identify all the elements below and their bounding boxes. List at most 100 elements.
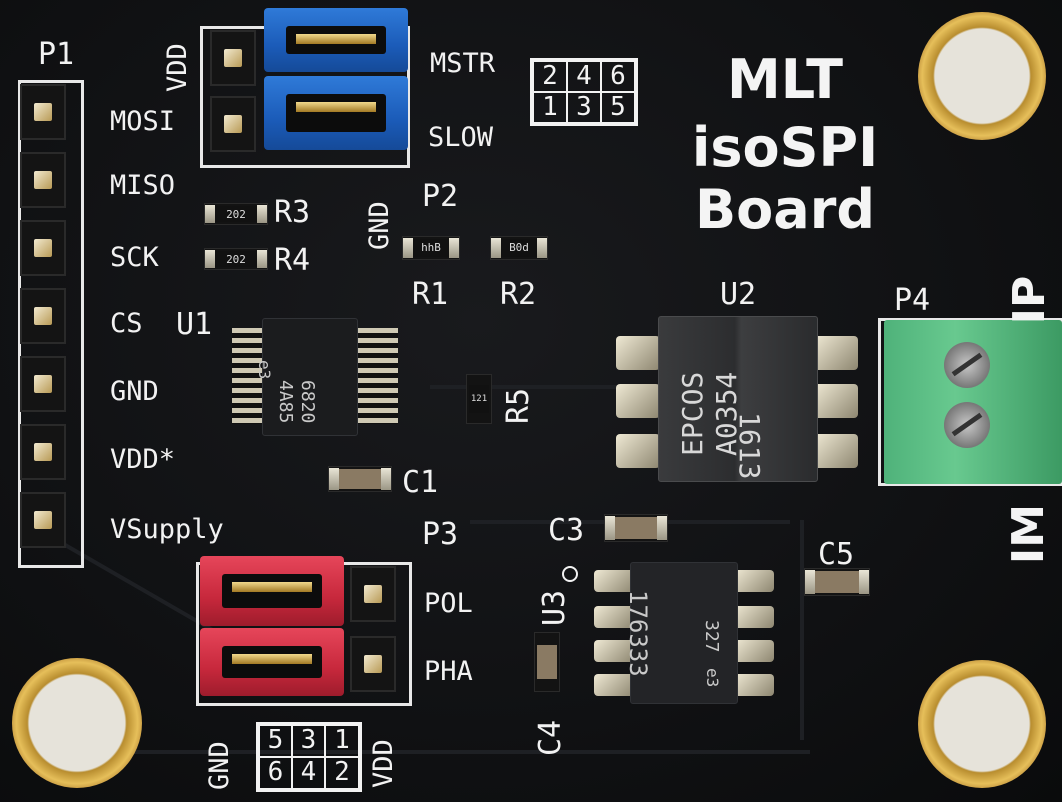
u2-marking-1: EPCOS [676, 371, 709, 456]
u1-marking-1: 6820 [297, 380, 318, 424]
grid-cell: 4 [292, 757, 325, 789]
capacitor-terminal [805, 570, 815, 594]
jumper-pol[interactable] [200, 556, 344, 626]
capacitor-body [537, 645, 557, 679]
jumper-contact [296, 34, 376, 44]
p1-pin-label-mosi: MOSI [110, 106, 176, 137]
grid-cell: 4 [567, 61, 601, 92]
u3-pad [594, 606, 634, 628]
pin1-marker [562, 566, 578, 582]
p1-pin-1 [20, 84, 66, 140]
jumper-slow[interactable] [264, 76, 408, 150]
gnd-bottom-label: GND [204, 741, 235, 790]
u1-marking-2: 4A85 [275, 380, 296, 424]
grid-cell: 1 [325, 725, 359, 757]
board-title-line-3: Board [695, 178, 875, 241]
u3-marking-1: 176333 [624, 590, 652, 677]
ip-label: IP [1004, 275, 1055, 325]
p1-pin-5 [20, 356, 66, 412]
u3-marking-3: e3 [703, 668, 722, 688]
u3-pad [734, 570, 774, 592]
grid-cell: 3 [292, 725, 325, 757]
resistor-terminal [205, 250, 215, 268]
grid-cell: 1 [533, 92, 567, 123]
vdd-bottom-label: VDD [368, 739, 399, 788]
resistor-code: B0d [501, 239, 537, 257]
pol-label: POL [424, 588, 473, 619]
pin-pad [34, 307, 52, 325]
u1-pins-left [232, 328, 264, 424]
p1-pin-label-cs: CS [110, 308, 143, 339]
capacitor-terminal [859, 570, 869, 594]
p1-pin-4 [20, 288, 66, 344]
u1-marking-3: e3 [255, 360, 274, 380]
mounting-hole-bottom-left [12, 658, 142, 788]
u3-pad [734, 606, 774, 628]
u3-pad [594, 640, 634, 662]
u1-pins-right [356, 328, 398, 424]
resistor-terminal [205, 205, 215, 223]
p3-pin-vdd-1 [350, 566, 396, 622]
pin-pad [34, 375, 52, 393]
resistor-terminal [491, 238, 501, 258]
grid-cell: 5 [259, 725, 292, 757]
u2-transformer [658, 316, 818, 482]
jumper-map-top: 2 4 6 1 3 5 [530, 58, 638, 126]
p1-pin-2 [20, 152, 66, 208]
vdd-top-label: VDD [162, 43, 193, 92]
grid-cell: 3 [567, 92, 601, 123]
grid-cell: 5 [601, 92, 635, 123]
p1-pin-label-vdd: VDD* [110, 444, 176, 475]
p1-label: P1 [38, 37, 75, 72]
terminal-screw-ip[interactable] [944, 342, 990, 388]
slow-label: SLOW [428, 122, 494, 153]
resistor-code: 121 [469, 385, 489, 413]
jumper-contact [232, 582, 312, 592]
p1-pin-label-miso: MISO [110, 170, 176, 201]
resistor-r4: 202 [204, 248, 268, 270]
r2-label: R2 [500, 277, 537, 312]
gnd-mid-label: GND [364, 201, 395, 250]
pin-pad [224, 49, 242, 67]
p3-label: P3 [422, 517, 459, 552]
u3-chip [630, 562, 738, 704]
u2-pad [616, 336, 660, 370]
u2-label: U2 [720, 277, 757, 312]
pin-pad [34, 239, 52, 257]
terminal-screw-im[interactable] [944, 402, 990, 448]
grid-cell: 2 [325, 757, 359, 789]
r3-label: R3 [274, 195, 311, 230]
mounting-hole-top-right [918, 12, 1046, 140]
c3-label: C3 [548, 513, 585, 548]
r4-label: R4 [274, 243, 311, 278]
p1-pin-label-vsupply: VSupply [110, 514, 224, 545]
c5-label: C5 [818, 537, 855, 572]
capacitor-body [815, 571, 859, 593]
u1-label: U1 [176, 307, 213, 342]
capacitor-c1 [328, 466, 392, 492]
u3-pad [734, 640, 774, 662]
u2-pad [814, 384, 858, 418]
resistor-terminal [403, 238, 413, 258]
u2-pad [616, 434, 660, 468]
board-title-line-1: MLT [726, 48, 844, 111]
resistor-code: hhB [413, 239, 449, 257]
mounting-hole-bottom-right [918, 660, 1046, 788]
resistor-terminal [257, 250, 267, 268]
p1-pin-3 [20, 220, 66, 276]
resistor-code: 202 [215, 206, 257, 222]
pin-pad [34, 103, 52, 121]
u3-label: U3 [537, 589, 572, 626]
capacitor-body [339, 469, 381, 489]
pha-label: PHA [424, 656, 473, 687]
capacitor-c5 [804, 568, 870, 596]
jumper-pha[interactable] [200, 628, 344, 696]
jumper-mstr[interactable] [264, 8, 408, 72]
p1-pin-label-gnd: GND [110, 376, 159, 407]
trace [430, 385, 660, 389]
pin-pad [364, 655, 382, 673]
u2-pad [814, 336, 858, 370]
jumper-map-bottom: 5 3 1 6 4 2 [256, 722, 362, 792]
p3-pin-vdd-2 [350, 636, 396, 692]
